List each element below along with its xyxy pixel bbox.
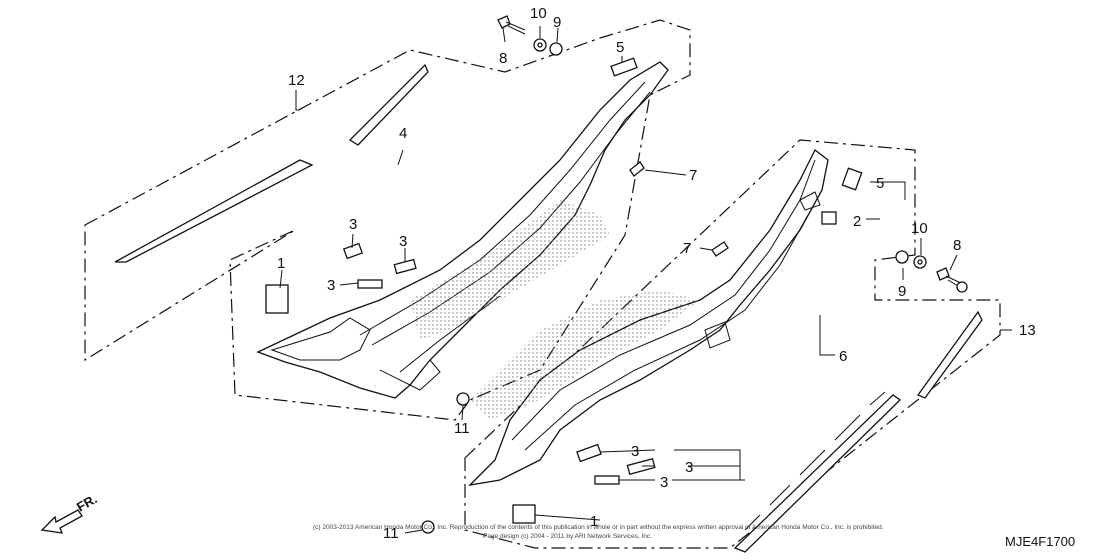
callout-3-e: 3 — [685, 459, 693, 476]
callouts: 1 1 2 3 3 3 3 3 3 4 5 5 6 7 7 8 8 9 9 10… — [277, 5, 1036, 542]
right-cover-stipple — [470, 290, 700, 420]
callout-1-left: 1 — [277, 255, 285, 272]
left-cover-stipple — [410, 200, 610, 340]
callout-3-f: 3 — [660, 474, 668, 491]
callout-9-top: 9 — [553, 14, 561, 31]
callout-7-left: 7 — [689, 167, 697, 184]
callout-5-top: 5 — [616, 39, 624, 56]
washers — [533, 38, 927, 269]
callout-3-b: 3 — [399, 233, 407, 250]
group-outline-left — [84, 19, 691, 421]
stripe-decal-left-long — [114, 159, 314, 263]
clips — [629, 161, 729, 257]
stripe-decal-right-short — [916, 310, 983, 399]
callout-11-bottom: 11 — [383, 525, 399, 542]
callout-2: 2 — [853, 213, 861, 230]
callout-8-top: 8 — [499, 50, 507, 67]
leader-lines — [279, 26, 1012, 534]
diagram-code: MJE4F1700 — [1005, 534, 1075, 549]
stripe-decal-left-short — [348, 63, 429, 146]
callout-3-d: 3 — [631, 443, 639, 460]
callout-12: 12 — [288, 72, 305, 89]
callout-10-top: 10 — [530, 5, 547, 22]
model-logo-decal — [733, 391, 902, 553]
callout-11-left: 11 — [454, 420, 470, 437]
front-direction-arrow: FR. — [40, 491, 100, 534]
bolts — [497, 15, 968, 293]
callout-6: 6 — [839, 348, 847, 365]
callout-3-c: 3 — [327, 277, 335, 294]
callout-1-bottom: 1 — [590, 513, 598, 530]
callout-4: 4 — [399, 125, 407, 142]
copyright-line-1: (c) 2003-2013 American Honda Motor Co., … — [313, 524, 884, 531]
callout-9-right: 9 — [898, 283, 906, 300]
callout-5-right: 5 — [876, 175, 884, 192]
copyright-line-2: Page design (c) 2004 - 2011 by ARI Netwo… — [483, 533, 652, 540]
callout-3-a: 3 — [349, 216, 357, 233]
callout-7-right: 7 — [683, 240, 691, 257]
pads — [265, 57, 863, 524]
callout-10-right: 10 — [911, 220, 928, 237]
callout-8-right: 8 — [953, 237, 961, 254]
callout-13: 13 — [1019, 322, 1036, 339]
